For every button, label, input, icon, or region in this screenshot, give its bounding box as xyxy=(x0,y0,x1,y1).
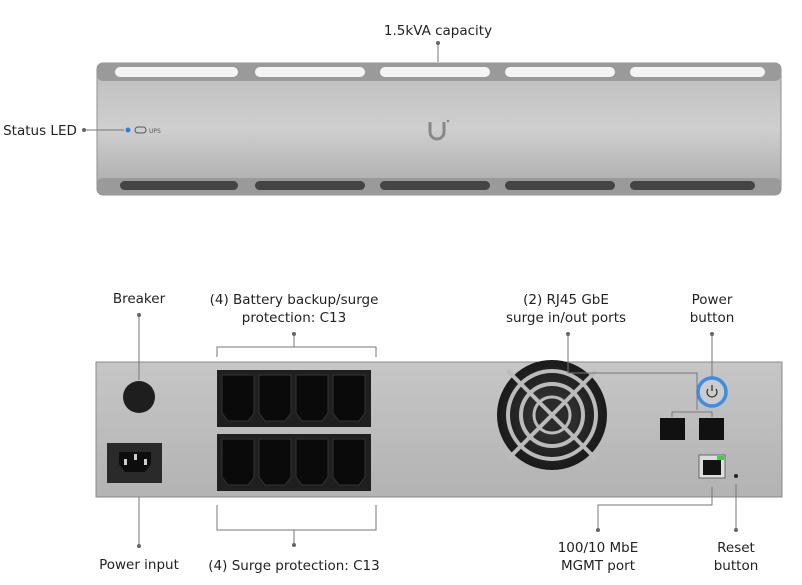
reset-button-label-line2: button xyxy=(714,558,759,574)
rj45-surge-out-port xyxy=(699,418,724,440)
battery-outlets-label-line1: (4) Battery backup/surge xyxy=(210,292,379,308)
battery-outlets-label-line2: protection: C13 xyxy=(242,310,346,326)
fan-grille xyxy=(497,360,607,470)
mgmt-port-label-line1: 100/10 MbE xyxy=(558,540,639,556)
bottom-vents xyxy=(120,181,755,190)
power-button-label-line1: Power xyxy=(692,292,733,308)
led-caption: UPS xyxy=(149,128,161,135)
rj45-surge-in-port xyxy=(660,418,685,440)
breaker-label: Breaker xyxy=(113,291,166,307)
power-input-label: Power input xyxy=(99,557,179,573)
mgmt-port xyxy=(698,454,726,479)
battery-icon xyxy=(134,126,147,134)
breaker xyxy=(123,381,155,413)
battery-backup-outlets xyxy=(217,370,371,427)
power-button-label-line2: button xyxy=(690,310,735,326)
rj45-label-line2: surge in/out ports xyxy=(506,310,626,326)
top-vents xyxy=(115,67,765,77)
surge-outlets-label: (4) Surge protection: C13 xyxy=(208,558,379,574)
ubiquiti-logo xyxy=(428,119,450,141)
front-view-device: UPS xyxy=(96,62,782,196)
rear-view-device xyxy=(95,360,783,498)
reset-button[interactable] xyxy=(734,474,738,478)
reset-button-label-line1: Reset xyxy=(717,540,755,556)
power-icon xyxy=(706,388,718,398)
mgmt-port-label-line2: MGMT port xyxy=(561,558,635,574)
power-button[interactable] xyxy=(696,376,728,408)
capacity-label: 1.5kVA capacity xyxy=(384,23,492,39)
power-inlet xyxy=(107,443,162,483)
rj45-label-line1: (2) RJ45 GbE xyxy=(523,292,609,308)
status-led-label: Status LED xyxy=(3,123,77,139)
status-led xyxy=(125,127,131,133)
surge-outlets xyxy=(217,434,371,491)
